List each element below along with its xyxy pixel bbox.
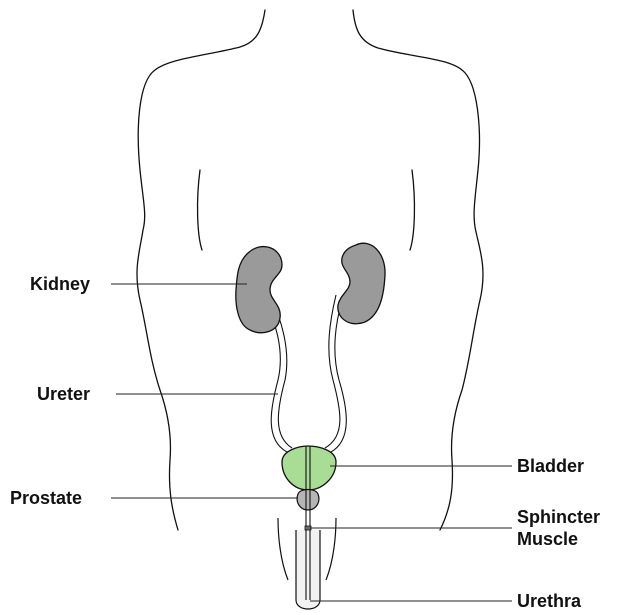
penis-outline	[278, 518, 336, 609]
label-kidney: Kidney	[30, 273, 90, 295]
arm-crease-right	[410, 170, 414, 250]
label-prostate: Prostate	[10, 487, 82, 509]
kidney-right	[338, 243, 385, 324]
kidney-left	[236, 247, 282, 333]
label-ureter: Ureter	[37, 383, 90, 405]
arm-crease-left	[198, 170, 202, 250]
label-urethra: Urethra	[517, 590, 581, 612]
label-sphincter: Sphincter	[517, 506, 600, 528]
prostate	[297, 490, 319, 511]
label-muscle: Muscle	[517, 528, 578, 550]
bladder	[282, 446, 336, 490]
label-bladder: Bladder	[517, 455, 584, 477]
